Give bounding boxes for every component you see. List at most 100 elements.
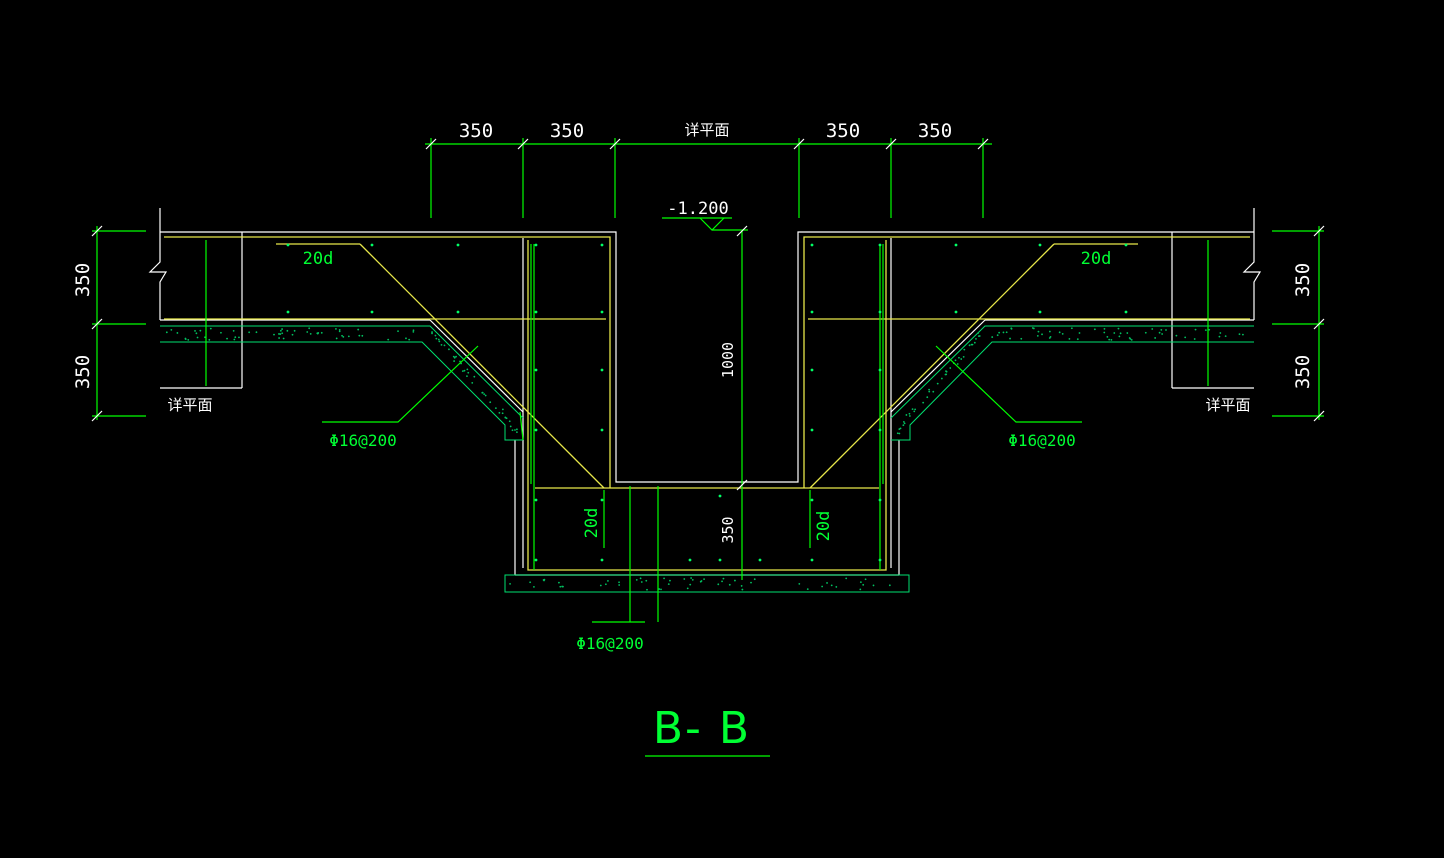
cushion-speckle bbox=[958, 356, 960, 359]
cushion-speckle bbox=[975, 337, 977, 340]
cushion-speckle bbox=[466, 368, 469, 371]
cushion-speckle bbox=[1009, 337, 1011, 340]
cushion-speckle bbox=[170, 328, 173, 331]
cushion-speckle bbox=[1160, 328, 1163, 331]
rebar-dot bbox=[718, 558, 722, 562]
cushion-speckle bbox=[248, 331, 251, 334]
concrete-outline bbox=[148, 208, 1262, 576]
cushion-speckle bbox=[187, 338, 190, 341]
cushion-speckle bbox=[663, 577, 665, 580]
top-dim-see-plan: 详平面 bbox=[684, 121, 729, 139]
left-dimension-chain: 350 350 bbox=[72, 225, 146, 422]
cushion-speckle bbox=[908, 412, 911, 415]
cushion-speckle bbox=[484, 394, 487, 397]
rebar-dot bbox=[878, 310, 882, 314]
rebar-dot bbox=[878, 428, 882, 432]
anchor-label-bottom-right: 20d bbox=[814, 511, 834, 542]
cushion-speckle bbox=[516, 431, 518, 434]
cushion-speckle bbox=[703, 578, 705, 581]
cushion-speckle bbox=[599, 584, 602, 587]
cushion-speckle bbox=[753, 578, 756, 581]
cushion-speckle bbox=[1031, 327, 1034, 329]
cushion-speckle bbox=[936, 382, 939, 385]
cushion-speckle bbox=[165, 331, 168, 334]
cushion-speckle bbox=[1184, 336, 1187, 339]
right-dim-1: 350 bbox=[1292, 263, 1314, 297]
cushion-speckle bbox=[438, 340, 441, 343]
cushion-speckle bbox=[928, 390, 931, 393]
cushion-speckle bbox=[968, 344, 971, 347]
cushion-speckle bbox=[607, 580, 609, 582]
cushion-speckle bbox=[561, 585, 563, 588]
cushion-speckle bbox=[1154, 337, 1157, 339]
rebar-dot bbox=[534, 368, 538, 372]
cushion-speckle bbox=[1158, 331, 1161, 334]
cushion-speckle bbox=[1106, 335, 1109, 338]
rebar-dot bbox=[600, 558, 604, 562]
rebar-dot bbox=[878, 498, 882, 502]
top-dimension-chain: 350 350 详平面 350 350 bbox=[425, 120, 992, 218]
cushion-speckle bbox=[977, 332, 980, 334]
cushion-speckle bbox=[279, 329, 282, 332]
rebar-dot bbox=[810, 243, 814, 247]
cushion-speckle bbox=[435, 337, 438, 340]
top-dim-4: 350 bbox=[918, 120, 952, 142]
cushion-speckle bbox=[1119, 332, 1122, 335]
cushion-speckle bbox=[1151, 328, 1154, 330]
rebar-dot bbox=[810, 310, 814, 314]
cushion-speckle bbox=[509, 425, 512, 428]
cushion-speckle bbox=[898, 432, 901, 435]
cushion-speckle bbox=[872, 584, 875, 587]
cushion-speckle bbox=[286, 329, 289, 332]
left-dim-1: 350 bbox=[72, 263, 94, 297]
cushion-speckle bbox=[501, 412, 504, 415]
cushion-speckle bbox=[658, 588, 661, 590]
cushion-speckle bbox=[862, 583, 865, 586]
cushion-speckle bbox=[741, 588, 744, 591]
cushion-speckle bbox=[559, 585, 562, 588]
cushion-speckle bbox=[1144, 331, 1147, 334]
cushion-speckle bbox=[691, 578, 694, 581]
cushion-speckle bbox=[443, 344, 446, 347]
cushion-speckle bbox=[1002, 331, 1005, 334]
cushion-speckle bbox=[1110, 338, 1113, 341]
rebar-label-bottom: Φ16@200 bbox=[576, 634, 643, 653]
rebar-dot bbox=[1038, 243, 1042, 247]
cushion-speckle bbox=[821, 585, 824, 588]
cushion-speckle bbox=[184, 338, 187, 341]
cushion-speckle bbox=[558, 581, 560, 584]
cushion-speckle bbox=[293, 329, 296, 332]
cushion-speckle bbox=[932, 390, 935, 393]
rebar-dot bbox=[456, 243, 460, 247]
rebar-dot bbox=[1124, 310, 1128, 314]
cushion-speckle bbox=[1161, 333, 1164, 335]
anchor-label-left: 20d bbox=[303, 249, 334, 269]
cushion-speckle bbox=[226, 337, 228, 340]
cushion-speckle bbox=[282, 337, 285, 340]
rebar-dot bbox=[1038, 310, 1042, 314]
rebar-dot bbox=[810, 368, 814, 372]
cushion-speckle bbox=[1103, 328, 1106, 330]
cushion-speckle bbox=[1093, 328, 1096, 331]
anchor-label-right: 20d bbox=[1081, 249, 1112, 269]
cushion-speckle bbox=[835, 586, 838, 588]
cushion-speckle bbox=[196, 336, 199, 339]
rebar-dot bbox=[600, 310, 604, 314]
cushion-speckle bbox=[1238, 333, 1241, 336]
cushion-speckle bbox=[798, 583, 801, 585]
cushion-speckle bbox=[896, 432, 899, 435]
cushion-speckle bbox=[928, 388, 931, 391]
cushion-speckle bbox=[618, 581, 620, 584]
rebar-dot bbox=[718, 494, 722, 498]
cushion-speckle bbox=[996, 334, 999, 337]
cushion-speckle bbox=[859, 581, 862, 584]
rebar-dot bbox=[456, 310, 460, 314]
cushion-speckle bbox=[498, 411, 501, 414]
rebar-dot bbox=[810, 498, 814, 502]
cushion-speckle bbox=[639, 577, 642, 580]
cushion-speckle bbox=[717, 583, 720, 586]
bottom-dim-label: 350 bbox=[719, 516, 737, 543]
rebar-dot bbox=[600, 498, 604, 502]
cushion-speckle bbox=[898, 428, 901, 431]
cushion-speckle bbox=[494, 407, 497, 410]
